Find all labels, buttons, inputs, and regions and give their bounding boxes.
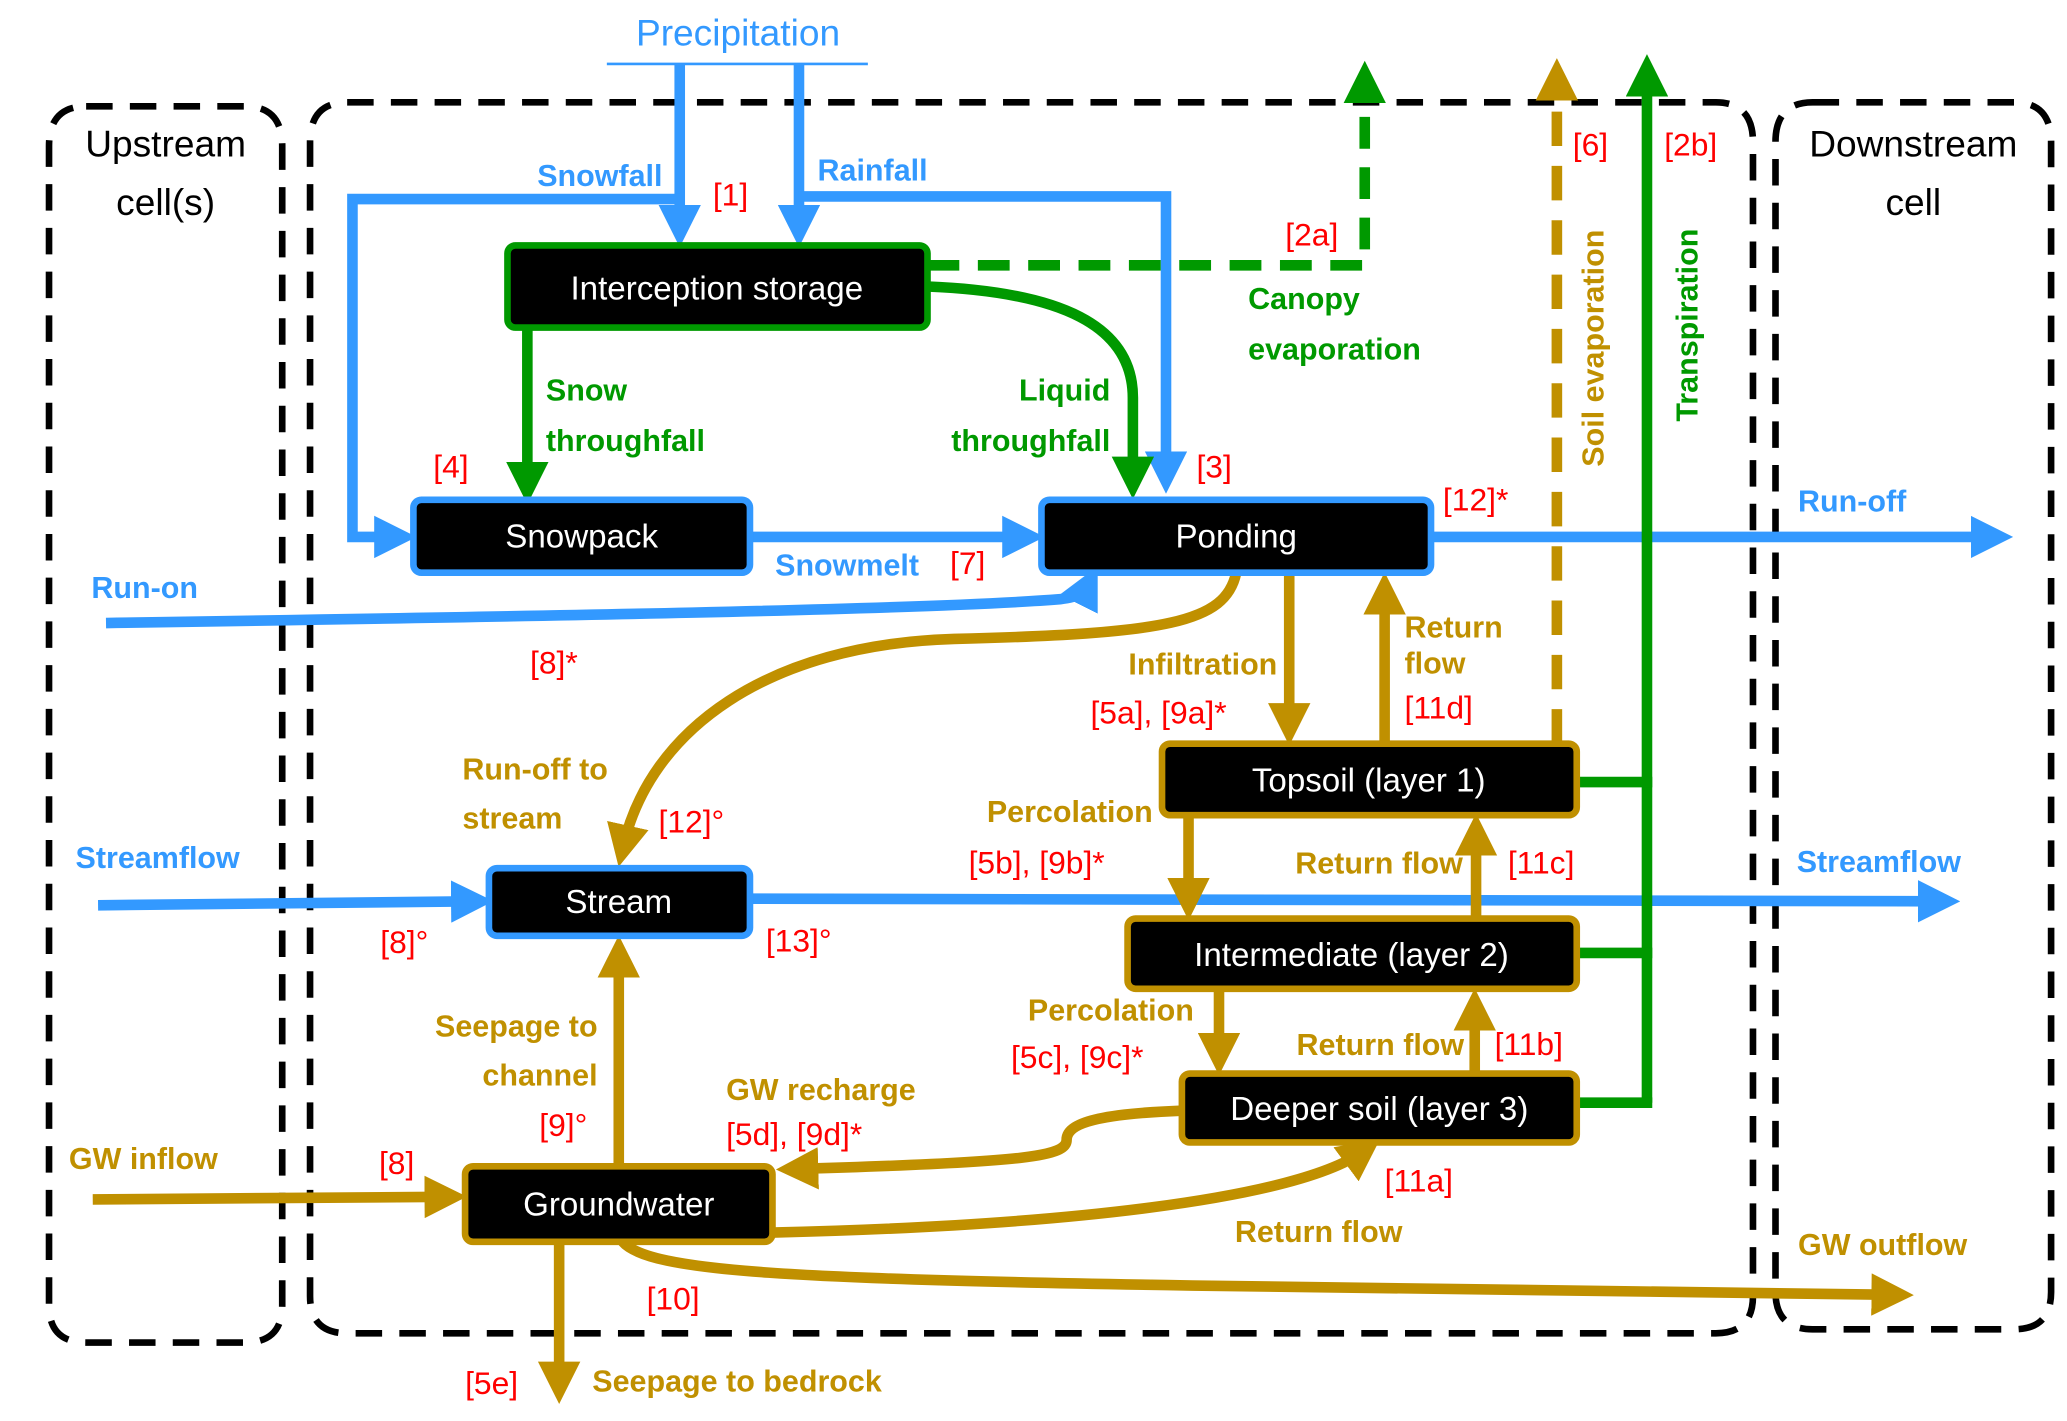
ref-10: [10] bbox=[647, 1280, 700, 1316]
ref-11c: [11c] bbox=[1508, 844, 1575, 880]
interception-storage-label: Interception storage bbox=[570, 271, 863, 308]
gw-recharge-label: GW recharge bbox=[726, 1073, 916, 1107]
run-on-arrow bbox=[105, 566, 1098, 629]
ref-6: [6] bbox=[1573, 126, 1608, 162]
rainfall-to-ponding-arrow bbox=[798, 191, 1188, 494]
streamflow-in-arrow bbox=[97, 880, 494, 923]
precipitation-label: Precipitation bbox=[636, 11, 840, 53]
liquid-throughfall-label-line2: throughfall bbox=[951, 424, 1110, 458]
snow-throughfall-label-line1: Snow bbox=[546, 373, 628, 407]
stream-label: Stream bbox=[565, 884, 672, 921]
interception-storage-box: Interception storage bbox=[504, 242, 931, 331]
ref-7: [7] bbox=[950, 545, 985, 581]
downstream-label-line2: cell bbox=[1885, 181, 1941, 223]
ref-2a: [2a] bbox=[1285, 216, 1338, 252]
snowfall-label: Snowfall bbox=[537, 159, 662, 193]
run-off-to-stream-arrow bbox=[607, 571, 1242, 867]
ref-12-deg: [12]° bbox=[659, 803, 725, 839]
ref-8: [8] bbox=[379, 1145, 414, 1181]
transpiration-label: Transpiration bbox=[1670, 229, 1704, 422]
downstream-region-border bbox=[1772, 99, 2055, 1333]
ref-11b: [11b] bbox=[1495, 1026, 1563, 1062]
streamflow-in-label: Streamflow bbox=[76, 841, 241, 875]
intermediate-label: Intermediate (layer 2) bbox=[1194, 937, 1509, 974]
ref-9-deg: [9]° bbox=[539, 1107, 587, 1143]
ref-5a-9a: [5a], [9a]* bbox=[1090, 695, 1226, 731]
seepage-to-channel-label-line1: Seepage to bbox=[435, 1009, 598, 1043]
return-flow-topsoil-label-line2: flow bbox=[1404, 646, 1465, 680]
run-on-label: Run-on bbox=[91, 571, 198, 605]
ponding-label: Ponding bbox=[1175, 519, 1297, 556]
return-flow-topsoil-label-line1: Return bbox=[1404, 611, 1502, 645]
ref-5c-9c: [5c], [9c]* bbox=[1011, 1039, 1144, 1075]
snowfall-to-snowpack-arrow bbox=[347, 193, 680, 559]
return-flow-deeper-label: Return flow bbox=[1297, 1028, 1465, 1062]
return-flow-gw-label: Return flow bbox=[1235, 1215, 1403, 1249]
ref-2b: [2b] bbox=[1664, 126, 1717, 162]
liquid-throughfall-label-line1: Liquid bbox=[1019, 373, 1110, 407]
gw-inflow-label: GW inflow bbox=[69, 1142, 218, 1176]
seepage-to-bedrock-label: Seepage to bedrock bbox=[592, 1365, 882, 1399]
groundwater-label: Groundwater bbox=[523, 1186, 714, 1223]
stream-box: Stream bbox=[485, 864, 754, 940]
grid-cell-region-border bbox=[306, 99, 1757, 1337]
groundwater-box: Groundwater bbox=[461, 1162, 776, 1246]
liquid-throughfall-arrow bbox=[927, 281, 1155, 500]
topsoil-label: Topsoil (layer 1) bbox=[1252, 762, 1486, 799]
ref-5b-9b: [5b], [9b]* bbox=[969, 844, 1105, 880]
return-flow-gw-arrow bbox=[772, 1139, 1381, 1238]
ref-4: [4] bbox=[433, 448, 468, 484]
run-off-label: Run-off bbox=[1798, 485, 1907, 519]
intermediate-box: Intermediate (layer 2) bbox=[1124, 915, 1581, 993]
snowmelt-label: Snowmelt bbox=[775, 548, 919, 582]
canopy-evaporation-label-line2: evaporation bbox=[1248, 332, 1421, 366]
ref-1: [1] bbox=[713, 177, 748, 213]
ponding-box: Ponding bbox=[1038, 496, 1435, 577]
gw-recharge-arrow bbox=[775, 1105, 1183, 1190]
ref-5e: [5e] bbox=[465, 1365, 518, 1401]
ref-8-star: [8]* bbox=[530, 644, 578, 680]
upstream-region-border bbox=[45, 102, 286, 1346]
infiltration-label: Infiltration bbox=[1128, 648, 1277, 682]
gw-inflow-arrow bbox=[92, 1175, 467, 1219]
percolation-2-label: Percolation bbox=[1028, 994, 1194, 1028]
canopy-evaporation-label-line1: Canopy bbox=[1248, 282, 1360, 316]
ref-8-deg: [8]° bbox=[380, 924, 428, 960]
ref-12-star: [12]* bbox=[1443, 481, 1508, 517]
gw-outflow-label: GW outflow bbox=[1798, 1228, 1968, 1262]
upstream-label-line1: Upstream bbox=[85, 123, 246, 165]
ref-13-deg: [13]° bbox=[766, 923, 832, 959]
ref-11d: [11d] bbox=[1404, 689, 1472, 725]
snowpack-box: Snowpack bbox=[410, 496, 754, 577]
deeper-soil-label: Deeper soil (layer 3) bbox=[1230, 1091, 1528, 1128]
percolation-1-label: Percolation bbox=[987, 795, 1153, 829]
deeper-soil-box: Deeper soil (layer 3) bbox=[1178, 1070, 1581, 1146]
soil-evaporation-label: Soil evaporation bbox=[1576, 230, 1610, 467]
snowpack-label: Snowpack bbox=[505, 519, 658, 556]
ref-5d-9d: [5d], [9d]* bbox=[726, 1116, 862, 1152]
canopy-evaporation-arrow bbox=[927, 60, 1386, 271]
topsoil-box: Topsoil (layer 1) bbox=[1158, 740, 1581, 819]
return-flow-intermediate-label: Return flow bbox=[1295, 846, 1463, 880]
snow-throughfall-label-line2: throughfall bbox=[546, 424, 705, 458]
run-off-to-stream-label-line1: Run-off to bbox=[462, 752, 608, 786]
downstream-label-line1: Downstream bbox=[1809, 123, 2017, 165]
streamflow-out-arrow bbox=[749, 880, 1961, 923]
ref-11a: [11a] bbox=[1385, 1162, 1453, 1198]
run-off-to-stream-label-line2: stream bbox=[462, 801, 562, 835]
rainfall-label: Rainfall bbox=[818, 154, 928, 188]
gw-outflow-arrow bbox=[618, 1238, 1914, 1316]
upstream-label-line2: cell(s) bbox=[116, 181, 215, 223]
ref-3: [3] bbox=[1196, 448, 1231, 484]
seepage-to-channel-label-line2: channel bbox=[482, 1058, 597, 1092]
streamflow-out-label: Streamflow bbox=[1797, 845, 1962, 879]
